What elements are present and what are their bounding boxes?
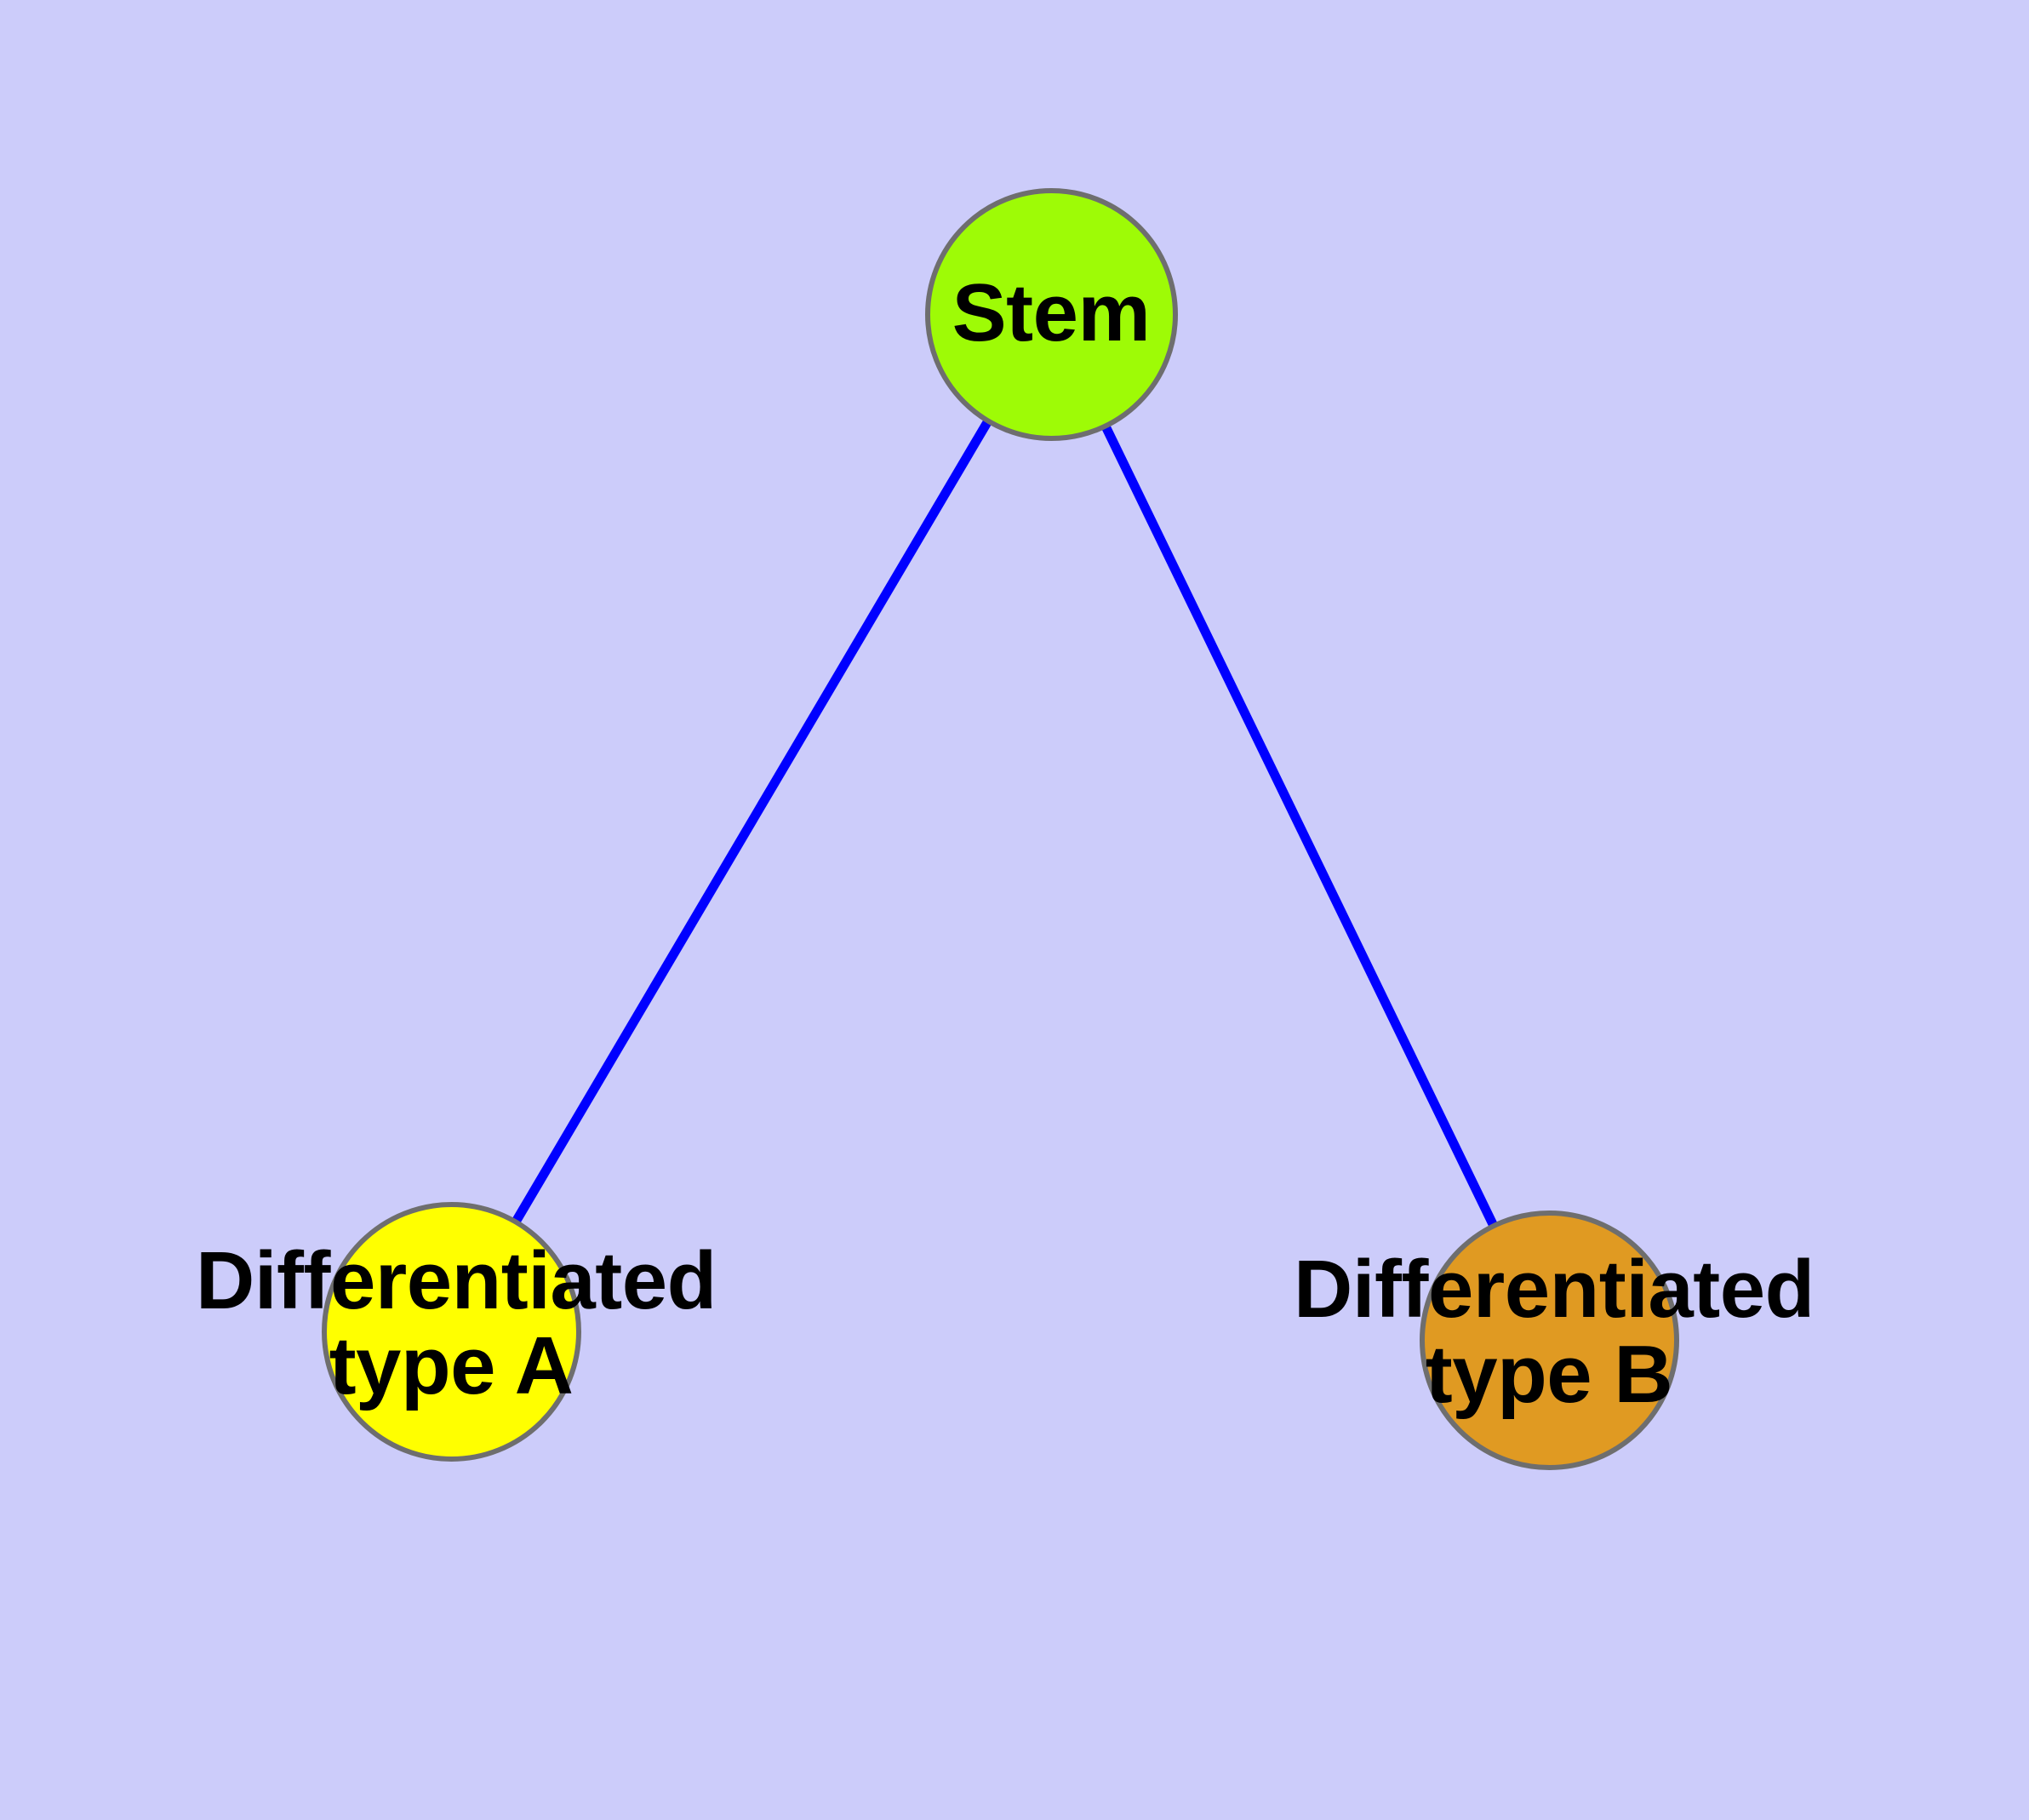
- node-differentiated-type-a[interactable]: [322, 1202, 581, 1462]
- node-differentiated-type-b[interactable]: [1420, 1210, 1679, 1470]
- edge-stem-to-differentiated-type-b[interactable]: [1047, 312, 1553, 1342]
- node-stem[interactable]: [925, 188, 1178, 441]
- edge-stem-to-differentiated-type-a[interactable]: [447, 312, 1055, 1334]
